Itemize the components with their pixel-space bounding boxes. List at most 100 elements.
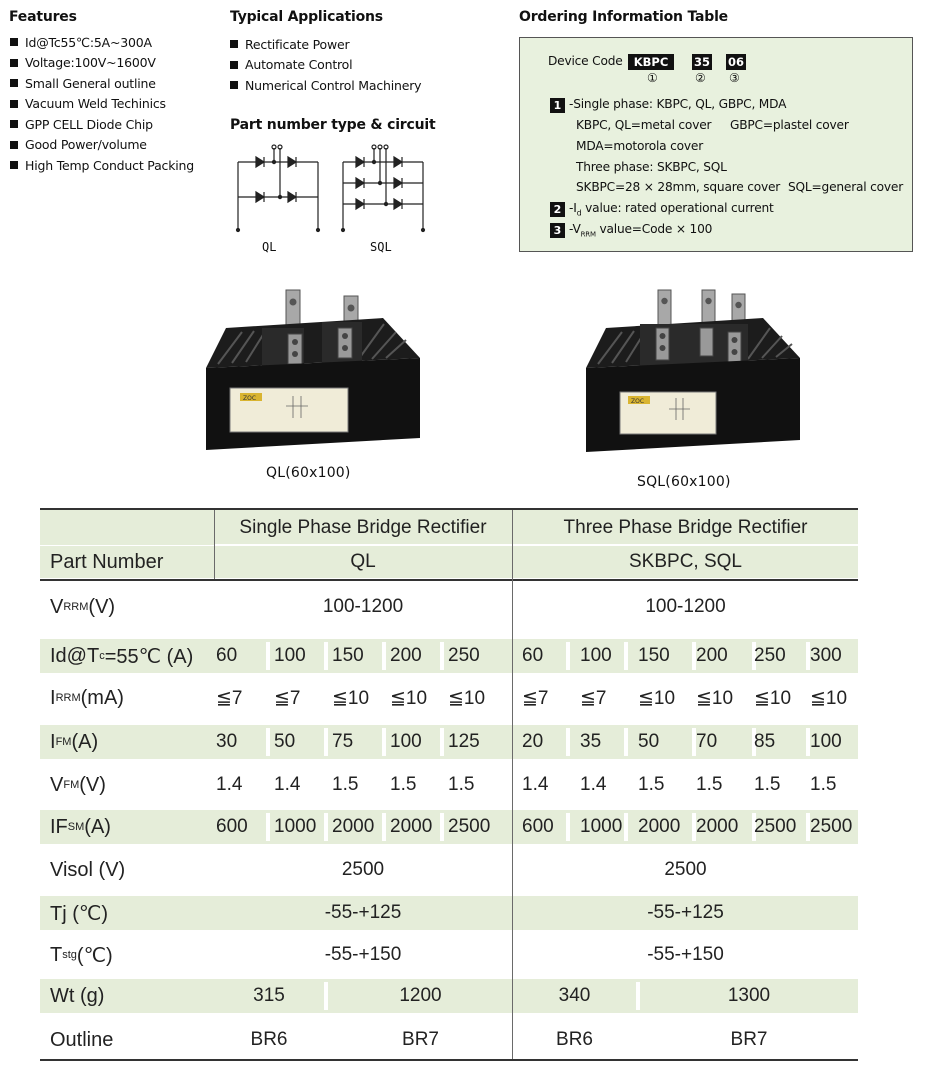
ql-photo-caption: QL(60x100) [266,465,351,481]
application-item: Numerical Control Machinery [230,75,422,96]
row-label: Part Number [50,550,164,573]
id-value: 200 [390,645,422,666]
outline-value: BR6 [556,1029,593,1050]
device-code-label: Device Code [548,54,623,68]
irrm-value: ≦7 [216,687,243,709]
ifsm-value: 2000 [638,816,681,837]
part-single: QL [350,551,376,572]
ifsm-value: 2000 [696,816,739,837]
ql-circuit-icon [235,144,321,233]
irrm-value: ≦10 [332,687,370,709]
feature-item: Small General outline [10,73,194,94]
ordering-line: MDA=motorola cover [576,139,704,153]
ifsm-value: 2500 [754,816,797,837]
id-value: 60 [216,645,238,666]
header-three-phase: Three Phase Bridge Rectifier [563,516,808,538]
ordering-line: Three phase: SKBPC, SQL [576,160,727,174]
id-value: 250 [754,645,786,666]
ifsm-value: 1000 [274,816,317,837]
item-number-2: 2 [550,202,565,217]
application-item: Automate Control [230,55,421,76]
id-value: 150 [332,645,364,666]
ifm-value: 100 [390,731,422,752]
vrrm-single: 100-1200 [322,596,404,617]
id-value: 60 [522,645,544,666]
applications-title: Typical Applications [230,9,383,25]
ifsm-value: 600 [216,816,248,837]
sql-circuit-icon [340,144,426,233]
sql-circuit-label: SQL [370,240,392,254]
feature-item: GPP CELL Diode Chip [10,114,194,135]
vrrm-three: 100-1200 [645,596,726,617]
vfm-value: 1.4 [216,774,243,795]
ifm-value: 125 [448,731,480,752]
vfm-value: 1.5 [332,774,359,795]
id-value: 150 [638,645,670,666]
vfm-value: 1.4 [274,774,301,795]
ordering-line: KBPC, QL=metal cover [576,118,712,132]
sql-product-photo: ZOC [586,289,800,452]
vfm-value: 1.5 [390,774,417,795]
wt-value: 1200 [399,985,442,1006]
applications-list: Rectificate Power Automate Control Numer… [230,34,422,96]
visol-three: 2500 [664,859,707,880]
ifm-value: 35 [580,731,602,752]
irrm-value: ≦7 [580,687,607,709]
outline-value: BR7 [730,1029,768,1050]
outline-value: BR7 [402,1029,439,1050]
ifsm-value: 2000 [332,816,375,837]
tj-single: -55-+125 [324,902,402,923]
feature-item: High Temp Conduct Packing [10,155,194,176]
row-label: Wt (g) [50,984,105,1007]
ordering-line: SQL=general cover [788,180,904,194]
tstg-single: -55-+150 [324,944,402,965]
row-label: Outline [50,1028,114,1051]
features-list: Id@Tc55℃:5A~300A Voltage:100V~1600V Smal… [10,32,194,176]
wt-value: 340 [558,985,591,1006]
ifsm-value: 1000 [580,816,623,837]
tj-three: -55-+125 [647,902,724,923]
sql-photo-caption: SQL(60x100) [637,474,731,490]
row-label: Visol (V) [50,858,126,881]
tstg-three: -55-+150 [647,944,724,965]
bullet-icon [10,38,18,47]
feature-item: Vacuum Weld Techinics [10,94,194,115]
svg-text:ZOC: ZOC [631,398,644,405]
ifm-value: 50 [274,731,296,752]
ifm-value: 70 [696,731,718,752]
ifm-value: 85 [754,731,776,752]
vfm-value: 1.5 [638,774,665,795]
application-item: Rectificate Power [230,34,421,55]
circled-number: ① [647,71,658,85]
bullet-icon [10,140,18,149]
features-title: Features [9,9,77,25]
header-single-phase: Single Phase Bridge Rectifier [239,516,487,538]
svg-text:ZOC: ZOC [243,395,256,402]
irrm-value: ≦10 [810,687,848,709]
bullet-icon [10,120,18,129]
bullet-icon [10,79,18,88]
id-value: 100 [274,645,306,666]
bullet-icon [10,161,18,170]
bullet-icon [230,81,238,90]
ifsm-value: 600 [522,816,554,837]
table-row-visol: Visol (V) 2500 2500 [40,853,858,887]
item-number-1: 1 [550,98,565,113]
ifm-value: 100 [810,731,842,752]
wt-value: 1300 [727,985,771,1006]
feature-item: Good Power/volume [10,135,194,156]
ifsm-value: 2000 [390,816,433,837]
feature-item: Voltage:100V~1600V [10,53,194,74]
code-part-current: 35 [692,54,712,70]
ifm-value: 50 [638,731,660,752]
